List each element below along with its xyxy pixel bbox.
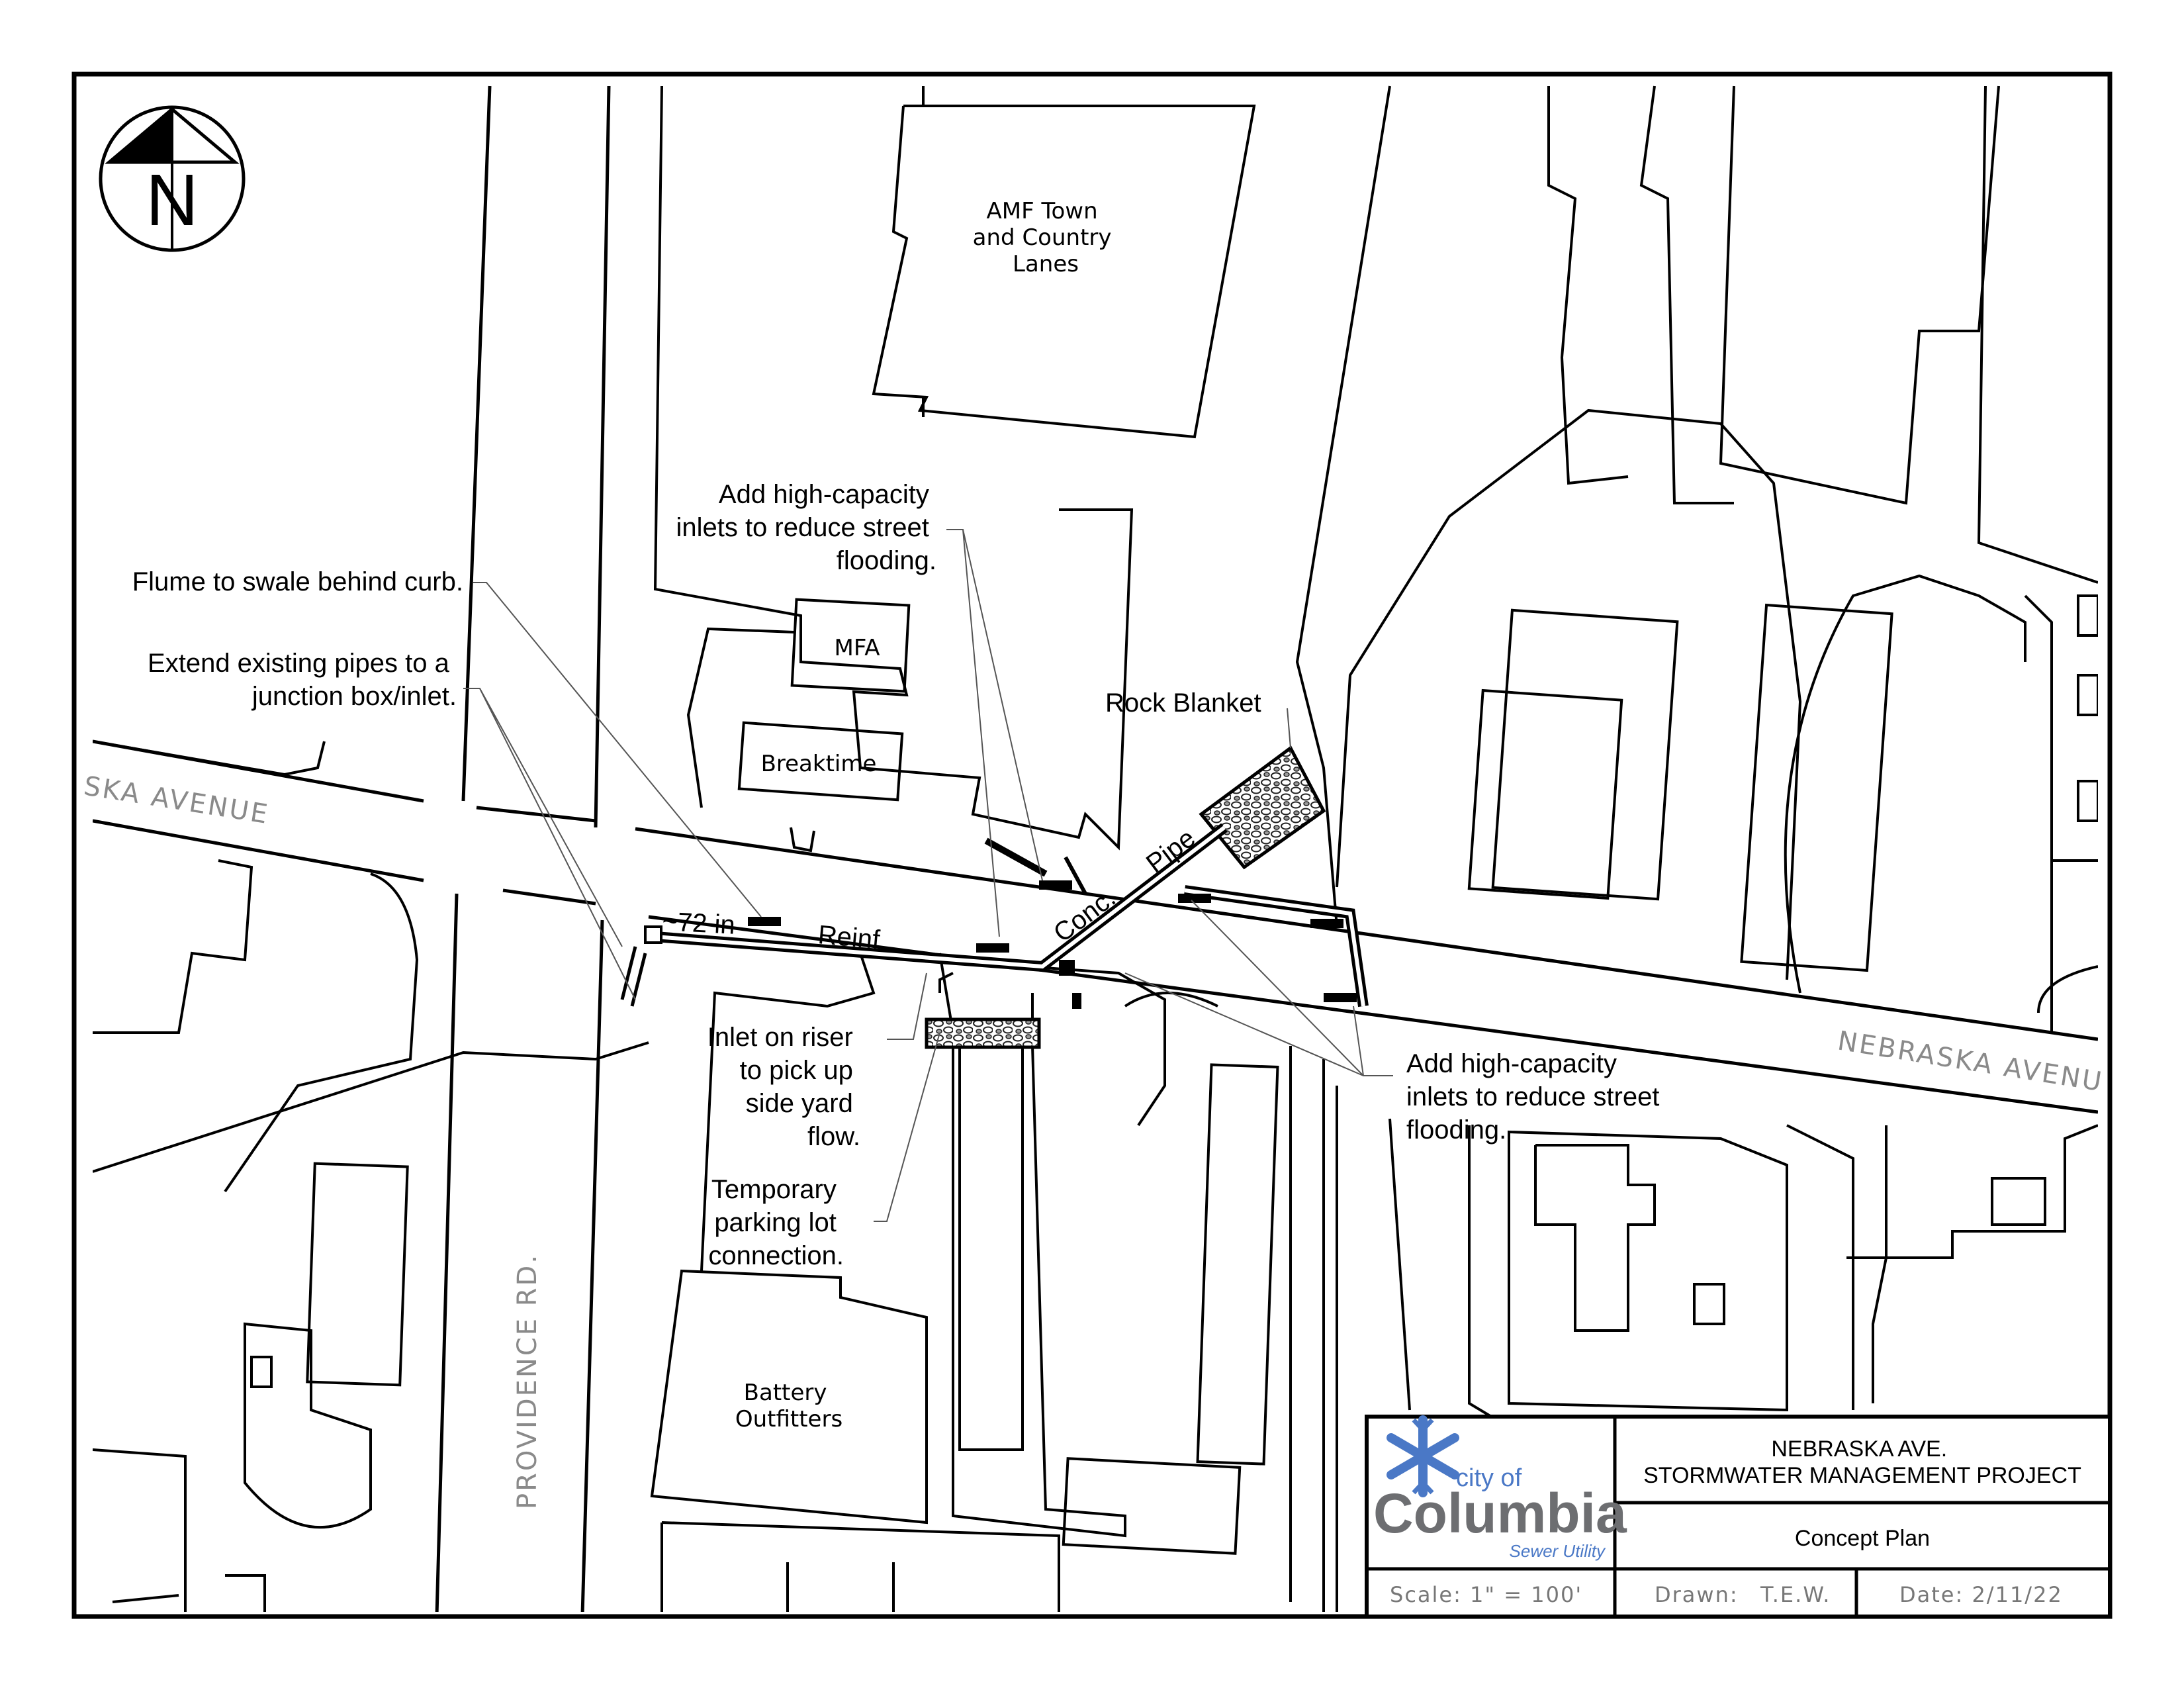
logo-city-of: city of: [1456, 1464, 1522, 1492]
small-building-west: [306, 1162, 409, 1387]
ne-parcel-6: [2024, 594, 2098, 1033]
se-small-building: [1991, 1177, 2046, 1226]
proposed-pipe: [620, 823, 1369, 1008]
breaktime-building: [737, 721, 904, 802]
callout-inlet-riser: Inlet on riser to pick up side yard flow…: [707, 1023, 860, 1151]
sc-line: [938, 972, 954, 993]
breaktime-feature: [790, 827, 815, 853]
tall-building-south: [958, 1045, 1024, 1451]
callout-rock-blanket: Rock Blanket: [1105, 688, 1261, 718]
amf-label: AMF Town and Country Lanes: [973, 198, 1119, 277]
mfa-label: MFA: [834, 635, 880, 661]
rock-blanket-north: [1199, 745, 1326, 870]
pipe-size-label: ~72 in: [662, 907, 736, 940]
church-parcel: [1508, 1130, 1788, 1412]
north-arrow-letter: N: [146, 160, 198, 241]
church-outline: [1534, 1144, 1656, 1332]
street-label-providence: PROVIDENCE RD.: [512, 1253, 543, 1509]
inlet-marker-3: [1039, 880, 1072, 890]
ne-parcel-3: [1639, 85, 1734, 504]
ne-parcel-4: [1719, 85, 2000, 505]
leader-lines: [463, 529, 1393, 1222]
ne-building-1: [1491, 608, 1679, 901]
inlet-marker-1: [748, 917, 781, 926]
logo-subtitle: Sewer Utility: [1510, 1541, 1606, 1561]
inlet-marker-6: [1324, 993, 1357, 1002]
mfa-lot: [686, 627, 795, 808]
parcel-line: [93, 859, 253, 1034]
snowflake-icon: [1387, 1415, 1459, 1497]
ne-small-2: [2077, 674, 2098, 716]
callout-temp-parking: Temporary parking lot connection.: [708, 1175, 844, 1270]
cul-de-sac: [244, 1322, 372, 1529]
rock-blanket-south: [925, 1017, 1041, 1049]
street-label-nebraska-west: SKA AVENUE: [81, 771, 271, 830]
ne-curve-2: [2037, 965, 2098, 1013]
inlet-marker-7: [1059, 960, 1075, 976]
lot-boundary: [93, 1041, 649, 1173]
ne-small-3: [2077, 780, 2098, 822]
inlet-markers: [748, 880, 1357, 1009]
small-sq: [250, 1356, 273, 1388]
callout-inlets-top: Add high-capacity inlets to reduce stree…: [676, 480, 936, 575]
pipe-reinf-label: Reinf.: [817, 920, 888, 955]
amf-parking: [653, 85, 1134, 851]
inlet-marker-8: [1072, 993, 1081, 1009]
project-title: NEBRASKA AVE. STORMWATER MANAGEMENT PROJ…: [1643, 1436, 2081, 1488]
sc-line-2: [1025, 965, 1166, 1127]
providence-rd-west-edge: [435, 85, 492, 1612]
base-map: [93, 85, 2098, 1612]
logo-name: Columbia: [1373, 1482, 1627, 1544]
ne-parcel-5: [1977, 85, 2098, 584]
title-block: city of Columbia Sewer Utility NEBRASKA …: [1365, 1415, 2112, 1618]
callout-flume: Flume to swale behind curb.: [132, 567, 463, 596]
providence-rd-east-edge: [580, 85, 611, 1612]
ne-building-2: [1467, 688, 1623, 900]
sc-parcel-lines: [938, 953, 1126, 1538]
sc-building-3: [1062, 1457, 1242, 1555]
church-small: [1693, 1283, 1725, 1325]
parcel-line-4: [225, 1574, 266, 1612]
sc-building-2: [1196, 1063, 1279, 1466]
battery-outfitters-label: Battery Outfitters: [735, 1380, 842, 1432]
callout-inlets-bottom: Add high-capacity inlets to reduce stree…: [1406, 1049, 1667, 1145]
scale-text: Scale: 1" = 100': [1390, 1582, 1582, 1607]
drawn-label: Drawn:: [1655, 1582, 1739, 1607]
ne-parcel-2: [1547, 86, 1629, 485]
city-logo: city of Columbia Sewer Utility: [1373, 1415, 1627, 1561]
sc-lot-lines: [786, 1562, 895, 1612]
inlet-marker-5: [1310, 919, 1343, 928]
inlet-marker-4: [1178, 894, 1211, 903]
se-line-5: [1388, 1118, 1411, 1411]
driveway: [1124, 992, 1218, 1008]
ne-small-1: [2077, 594, 2098, 637]
curb-line: [93, 740, 326, 776]
sc-lines-3: [1289, 1046, 1325, 1612]
parcel-line-3: [93, 1448, 187, 1612]
ne-building-3: [1740, 603, 1893, 972]
callout-extend-pipes: Extend existing pipes to a junction box/…: [148, 649, 457, 711]
ne-curve: [1784, 574, 2026, 994]
ne-parcel-lines: [1295, 85, 1802, 980]
sheet-border: [71, 71, 2113, 1619]
se-line: [1786, 1124, 1854, 1410]
parcel-line-2: [224, 872, 419, 1193]
breaktime-label: Breaktime: [761, 751, 877, 777]
se-line-4: [1468, 1125, 1504, 1425]
mfa-building: [790, 598, 911, 693]
parcel-line-5: [112, 1594, 179, 1603]
battery-lot: [700, 953, 876, 1272]
north-arrow: N: [99, 105, 246, 252]
amf-building-outline: [872, 105, 1256, 439]
sc-lot: [660, 1521, 1060, 1612]
inlet-marker-2: [976, 943, 1009, 953]
se-line-2: [1872, 1125, 1888, 1403]
date-text: Date: 2/11/22: [1899, 1582, 2063, 1607]
battery-outfitters-building: [650, 1269, 928, 1524]
drawn-value: T.E.W.: [1760, 1582, 1831, 1607]
street-label-nebraska-east: NEBRASKA AVENU: [1835, 1025, 2105, 1098]
se-line-3: [1846, 1124, 2098, 1259]
sheet-title: Concept Plan: [1795, 1526, 1930, 1551]
